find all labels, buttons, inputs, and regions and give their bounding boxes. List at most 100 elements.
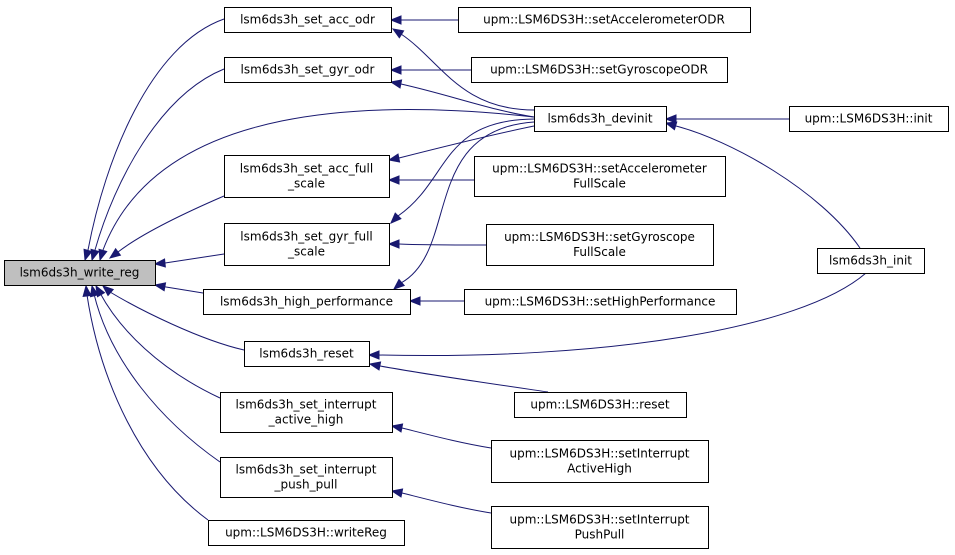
node-int-active-high[interactable]: lsm6ds3h_set_interrupt_active_high: [220, 392, 393, 433]
node-upm-reset[interactable]: upm::LSM6DS3H::reset: [514, 392, 687, 418]
node-label: upm::LSM6DS3H::setInterrupt: [509, 513, 689, 527]
node-box: [244, 341, 370, 367]
edge-init-to-reset: [367, 272, 867, 360]
edge-arrowhead: [367, 350, 380, 360]
node-box: [491, 506, 709, 549]
node-int-push-pull[interactable]: lsm6ds3h_set_interrupt_push_pull: [220, 457, 393, 498]
node-box: [458, 7, 751, 33]
node-label: _active_high: [268, 413, 344, 427]
edge-arrowhead: [101, 285, 115, 297]
edge-line: [165, 286, 204, 294]
edge-reset-to-write_reg: [101, 285, 245, 351]
node-label: lsm6ds3h_devinit: [547, 112, 652, 126]
node-init[interactable]: lsm6ds3h_init: [817, 248, 925, 274]
edge-arrowhead: [108, 247, 122, 259]
node-label: ActiveHigh: [567, 462, 632, 476]
edge-upm_setAccFS-to-set_acc_fs: [387, 175, 474, 185]
edge-arrowhead: [387, 239, 400, 249]
edge-line: [117, 195, 225, 253]
node-upm-writeReg[interactable]: upm::LSM6DS3H::writeReg: [208, 520, 405, 546]
node-write-reg: lsm6ds3h_write_reg: [4, 260, 156, 286]
node-label: upm::LSM6DS3H::setInterrupt: [509, 447, 689, 461]
edge-arrowhead: [389, 65, 402, 75]
edge-arrowhead: [391, 28, 405, 39]
edge-arrowhead: [390, 423, 404, 433]
edge-arrowhead: [82, 284, 92, 297]
node-box: [220, 392, 393, 433]
node-set-gyr-odr[interactable]: lsm6ds3h_set_gyr_odr: [224, 57, 392, 83]
edge-line-tail: [109, 291, 111, 293]
node-label: upm::LSM6DS3H::init: [805, 112, 933, 126]
edge-arrowhead: [389, 79, 403, 89]
edge-line: [94, 68, 225, 251]
node-label: upm::LSM6DS3H::setGyroscopeODR: [490, 63, 708, 77]
node-label: _scale: [287, 177, 325, 191]
node-set-acc-fs[interactable]: lsm6ds3h_set_acc_full_scale: [224, 155, 390, 198]
edge-upm_setIntActiveHigh-to-int_active_high: [390, 423, 492, 449]
edge-line: [378, 272, 867, 357]
edge-devinit-to-set_acc_fs: [387, 125, 535, 163]
node-upm-init[interactable]: upm::LSM6DS3H::init: [789, 106, 949, 132]
node-label: lsm6ds3h_write_reg: [20, 266, 140, 280]
node-set-acc-odr[interactable]: lsm6ds3h_set_acc_odr: [224, 7, 392, 33]
edge-arrowhead: [153, 282, 167, 292]
edge-devinit-to-set_acc_odr: [391, 28, 535, 111]
node-box: [224, 223, 390, 266]
edge-set_acc_odr-to-write_reg: [83, 18, 225, 262]
node-label: lsm6ds3h_set_interrupt: [236, 463, 377, 477]
edge-line: [401, 427, 492, 449]
node-label: upm::LSM6DS3H::setAccelerometerODR: [483, 13, 725, 27]
node-box: [203, 289, 411, 315]
edge-devinit-to-high_perf: [392, 121, 535, 290]
node-upm-setAccODR[interactable]: upm::LSM6DS3H::setAccelerometerODR: [458, 7, 751, 33]
edge-arrowhead: [387, 153, 401, 163]
edge-line: [400, 121, 535, 284]
edge-line: [379, 365, 549, 393]
edge-arrowhead: [153, 258, 166, 268]
edge-arrowhead: [90, 248, 100, 262]
edge-arrowhead: [83, 248, 93, 262]
edges-layer: [82, 15, 867, 521]
node-label: upm::LSM6DS3H::reset: [530, 398, 670, 412]
edge-line: [87, 18, 225, 251]
edge-line: [400, 83, 535, 118]
edge-line-tail: [99, 292, 102, 295]
edge-arrowhead: [408, 296, 421, 306]
edge-line: [164, 253, 225, 264]
node-label: upm::LSM6DS3H::writeReg: [225, 526, 387, 540]
node-set-gyr-fs[interactable]: lsm6ds3h_set_gyr_full_scale: [224, 223, 390, 266]
node-high-perf[interactable]: lsm6ds3h_high_performance: [203, 289, 411, 315]
edge-int_push_pull-to-write_reg: [89, 284, 221, 463]
node-box: [471, 57, 728, 83]
edge-devinit-to-set_gyr_odr: [389, 79, 535, 118]
node-label: lsm6ds3h_set_gyr_odr: [241, 63, 375, 77]
node-label: lsm6ds3h_high_performance: [220, 295, 393, 309]
node-upm-setGyrODR[interactable]: upm::LSM6DS3H::setGyroscopeODR: [471, 57, 728, 83]
node-label: FullScale: [573, 245, 626, 259]
node-label: lsm6ds3h_set_interrupt: [236, 398, 377, 412]
edge-int_active_high-to-write_reg: [95, 284, 221, 399]
node-box: [4, 260, 156, 286]
nodes-layer: lsm6ds3h_write_reg lsm6ds3h_set_acc_odrls…: [4, 7, 949, 549]
node-label: _push_pull: [274, 478, 338, 492]
edge-arrowhead: [390, 488, 404, 498]
edge-upm_init-to-devinit: [664, 114, 790, 124]
edge-high_perf-to-write_reg: [153, 282, 204, 294]
node-reset[interactable]: lsm6ds3h_reset: [244, 341, 370, 367]
node-box: [534, 106, 667, 132]
edge-upm_setGyrODR-to-set_gyr_odr: [389, 65, 471, 75]
node-upm-setHighPerf[interactable]: upm::LSM6DS3H::setHighPerformance: [464, 289, 737, 315]
edge-line: [398, 125, 535, 159]
edge-line: [400, 33, 535, 111]
edge-arrowhead: [387, 175, 400, 185]
edge-arrowhead: [664, 114, 677, 124]
edge-line: [102, 109, 535, 251]
node-devinit[interactable]: lsm6ds3h_devinit: [534, 106, 667, 132]
edge-line: [86, 294, 209, 521]
node-label: upm::LSM6DS3H::setHighPerformance: [485, 295, 716, 309]
